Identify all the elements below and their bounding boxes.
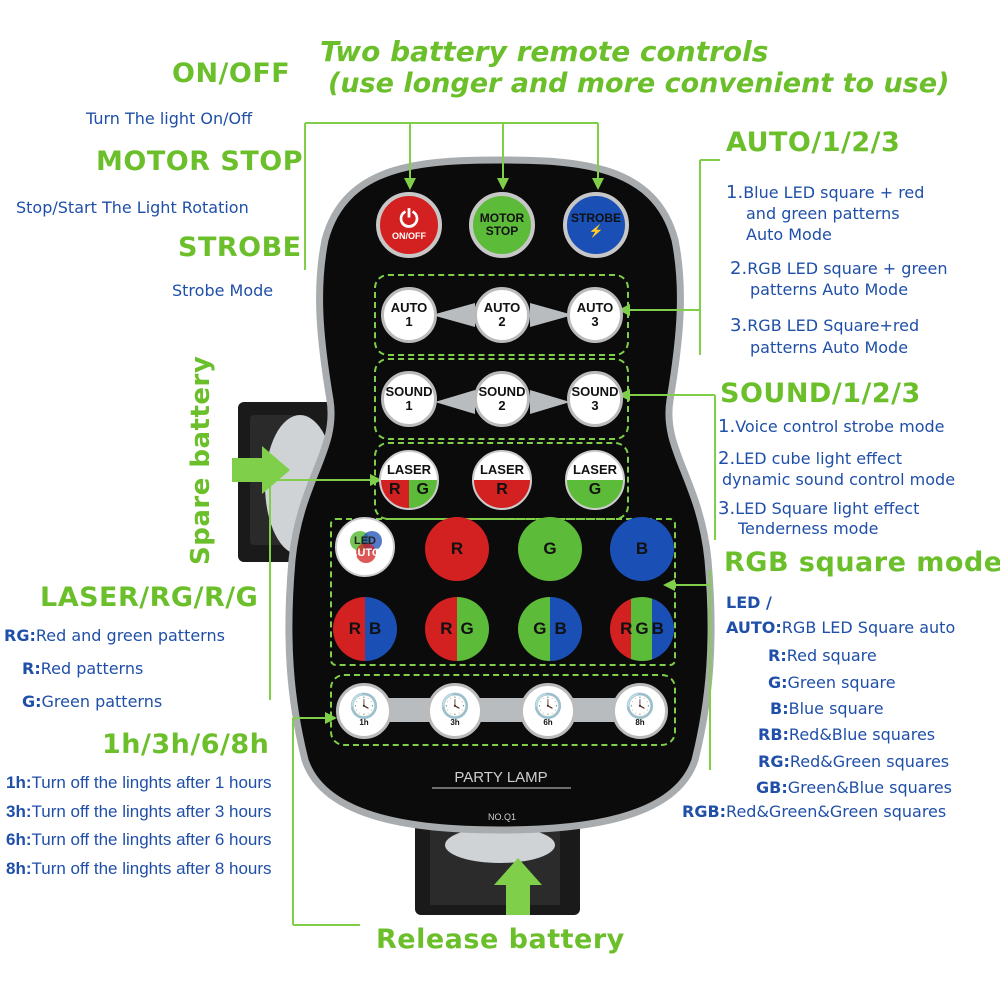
clock-icon: 🕓 [533, 692, 563, 720]
auto-item-2: 2.RGB LED square + green patterns Auto M… [730, 258, 948, 299]
model-label: NO.Q1 [488, 812, 516, 822]
motor-desc: Stop/Start The Light Rotation [16, 198, 249, 217]
spare-battery-housing [238, 402, 338, 562]
rgb-item-b: B:Blue square [770, 699, 884, 718]
rgb-item-rb: RB:Red&Blue squares [758, 725, 936, 744]
rgb-circles-icon [346, 529, 386, 569]
laser-r-button[interactable]: LASER R [472, 450, 532, 510]
sound-item-1: 1.Voice control strobe mode [718, 416, 945, 437]
timer-item-3h: 3h:Turn off the linghts after 3 hours [6, 802, 272, 821]
blue-button[interactable]: B [610, 517, 674, 581]
laser-g-button[interactable]: LASER G [565, 450, 625, 510]
strobe-desc: Strobe Mode [172, 281, 274, 300]
green-button[interactable]: G [518, 517, 582, 581]
rgb-heading: RGB square mode [724, 547, 1000, 578]
strobe-label: STROBE [570, 210, 621, 225]
rgb-item-r: R:Red square [768, 646, 877, 665]
lightning-icon: ⚡ [588, 224, 604, 238]
timer-item-1h: 1h:Turn off the linghts after 1 hours [6, 773, 272, 792]
release-battery-label: Release battery [376, 924, 625, 955]
red-button[interactable]: R [425, 517, 489, 581]
sound-group-frame [374, 358, 629, 440]
rgb-item-rgb: RGB:Red&Green&Green squares [682, 802, 947, 821]
rgb-item-g: G:Green square [768, 673, 896, 692]
auto-item-1: 1.Blue LED square + red and green patter… [726, 182, 925, 244]
title-line-1: Two battery remote controls [320, 35, 769, 68]
sound-heading: SOUND/1/2/3 [720, 378, 921, 409]
onoff-label: ON/OFF [392, 231, 426, 242]
rgb-group-frame [330, 518, 676, 666]
auto-item-3: 3.RGB LED Square+red patterns Auto Mode [730, 315, 920, 357]
rgb-led-label: LED / [726, 593, 772, 612]
timer-1h-button[interactable]: 🕓1h [336, 683, 392, 739]
rgb-item-gb: GB:Green&Blue squares [756, 778, 952, 797]
onoff-heading: ON/OFF [172, 58, 291, 89]
title-line-2: (use longer and more convenient to use) [328, 68, 950, 99]
stop-label: STOP [485, 224, 519, 238]
clock-icon: 🕓 [440, 692, 470, 720]
sound-item-2: 2.LED cube light effect dynamic sound co… [718, 448, 956, 489]
strobe-heading: STROBE [178, 232, 302, 263]
motor-heading: MOTOR STOP [96, 146, 303, 177]
brand-label: PARTY LAMP [454, 769, 547, 786]
laser-item-r: R:Red patterns [22, 659, 144, 678]
motor-label: MOTOR [479, 210, 525, 225]
auto-group-frame [374, 274, 629, 356]
laser-heading: LASER/RG/R/G [40, 582, 259, 613]
release-battery-arrow [494, 858, 542, 915]
timer-group-frame [330, 674, 676, 746]
clock-icon: 🕓 [349, 692, 379, 720]
timer-item-6h: 6h:Turn off the linghts after 6 hours [6, 830, 272, 849]
laser-item-rg: RG:Red and green patterns [4, 626, 225, 645]
spare-battery-label: Spare battery [186, 355, 216, 565]
clock-icon: 🕓 [625, 692, 655, 720]
spare-battery-arrow [232, 446, 290, 494]
led-auto-button[interactable]: LED AUTO [335, 517, 395, 577]
timer-heading: 1h/3h/6/8h [102, 729, 270, 760]
laser-item-g: G:Green patterns [22, 692, 163, 711]
auto-heading: AUTO/1/2/3 [726, 127, 901, 158]
power-icon: ⏻ [399, 206, 419, 234]
rgb-item-rg: RG:Red&Green squares [758, 752, 950, 771]
sound-item-3: 3.LED Square light effect Tenderness mod… [718, 498, 920, 539]
motor-stop-button[interactable]: MOTOR STOP [469, 192, 535, 258]
timer-3h-button[interactable]: 🕓3h [427, 683, 483, 739]
release-battery-housing [415, 820, 580, 915]
strobe-button[interactable]: STROBE ⚡ [563, 192, 629, 258]
onoff-desc: Turn The light On/Off [86, 109, 253, 128]
timer-item-8h: 8h:Turn off the linghts after 8 hours [6, 859, 272, 878]
timer-6h-button[interactable]: 🕓6h [520, 683, 576, 739]
onoff-button[interactable]: ⏻ ON/OFF [376, 192, 442, 258]
rgb-item-auto: AUTO:RGB LED Square auto [726, 618, 956, 637]
timer-8h-button[interactable]: 🕓8h [612, 683, 668, 739]
